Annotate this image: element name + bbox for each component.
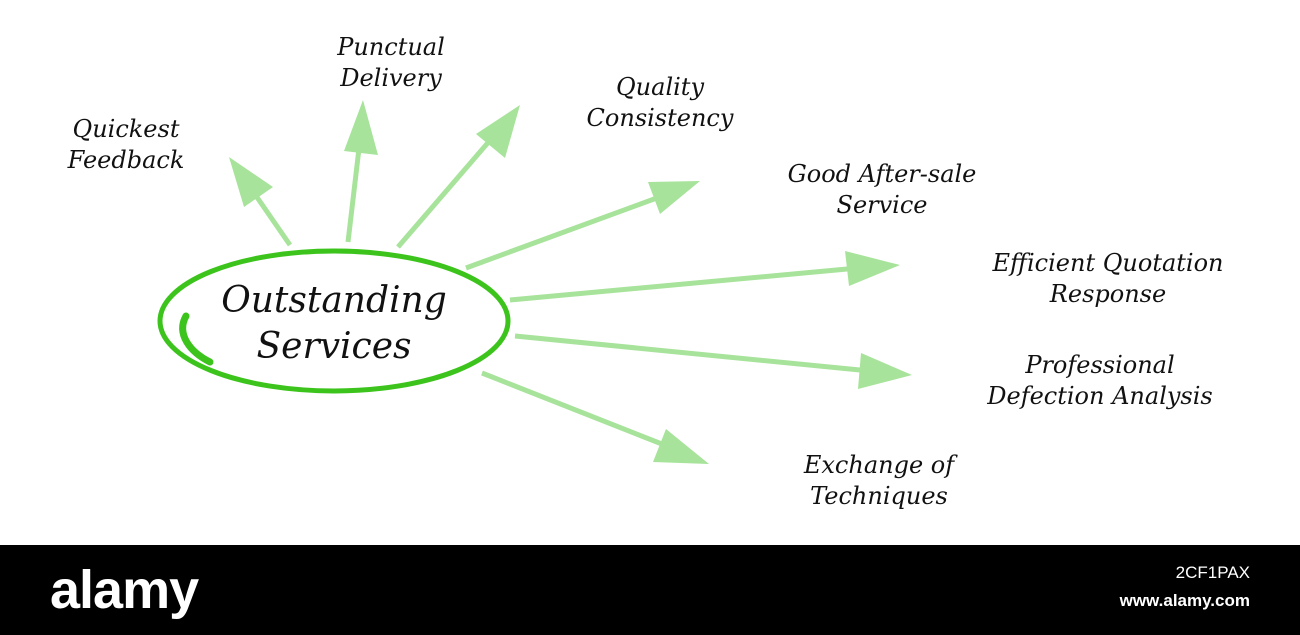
diagram-canvas: Outstanding Services Quickest Feedback P… bbox=[67, 33, 1224, 510]
arrowhead-punctual-delivery bbox=[344, 100, 378, 155]
label-professional-defection-analysis: Professional Defection Analysis bbox=[987, 351, 1213, 410]
arrow-exchange-of-techniques bbox=[481, 370, 673, 451]
label-good-after-sale-service: Good After-sale Service bbox=[787, 160, 977, 219]
image-id: 2CF1PAX bbox=[1175, 563, 1250, 582]
arrow-quality-consistency bbox=[396, 136, 494, 249]
arrowhead-good-after-sale-service bbox=[648, 181, 700, 214]
arrow-good-after-sale-service bbox=[465, 192, 666, 271]
watermark-footer: alamy 2CF1PAX www.alamy.com bbox=[0, 545, 1300, 635]
label-exchange-of-techniques: Exchange of Techniques bbox=[803, 451, 955, 510]
brand-logo: alamy bbox=[50, 560, 199, 620]
arrowhead-professional-defection-analysis bbox=[858, 353, 912, 389]
arrowhead-quickest-feedback bbox=[229, 157, 273, 207]
site-url: www.alamy.com bbox=[1119, 591, 1250, 610]
center-ring-tail bbox=[179, 312, 214, 366]
label-quickest-feedback: Quickest Feedback bbox=[67, 115, 185, 174]
label-efficient-quotation-response: Efficient Quotation Response bbox=[992, 249, 1224, 308]
arrowhead-efficient-quotation-response bbox=[845, 251, 900, 286]
arrow-efficient-quotation-response bbox=[509, 265, 859, 303]
label-quality-consistency: Quality Consistency bbox=[586, 73, 734, 132]
center-label-line2: Services bbox=[256, 326, 412, 367]
center-ring bbox=[157, 248, 511, 394]
label-punctual-delivery: Punctual Delivery bbox=[337, 33, 445, 92]
arrowhead-quality-consistency bbox=[476, 105, 520, 158]
arrow-quickest-feedback bbox=[249, 188, 293, 247]
arrowhead-exchange-of-techniques bbox=[653, 429, 709, 464]
center-label: Outstanding Services bbox=[164, 278, 504, 370]
center-label-line1: Outstanding bbox=[221, 280, 447, 321]
arrow-punctual-delivery bbox=[345, 139, 363, 243]
arrow-professional-defection-analysis bbox=[514, 333, 871, 374]
arrow-layer bbox=[157, 100, 912, 464]
